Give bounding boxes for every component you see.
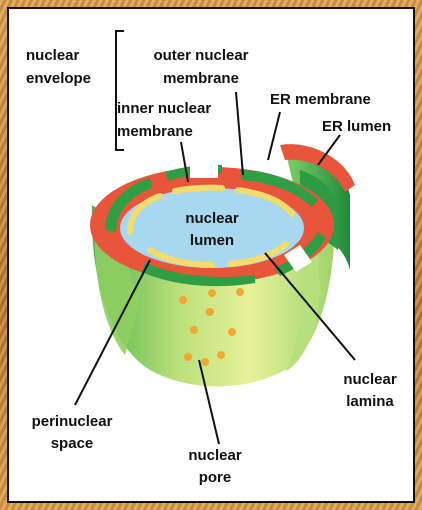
label-nuclear-envelope-line2: envelope: [26, 69, 91, 89]
label-er-lumen: ER lumen: [322, 117, 391, 137]
label-er-membrane: ER membrane: [270, 90, 371, 110]
label-nuclear-lamina-line2: lamina: [330, 392, 410, 412]
label-perinuclear-space-line2: space: [12, 434, 132, 454]
ring-gap-top: [190, 160, 218, 178]
label-nuclear-lamina-line1: nuclear: [330, 370, 410, 390]
label-perinuclear-space-line1: perinuclear: [12, 412, 132, 432]
label-inner-nuclear-membrane-line1: inner nuclear: [117, 99, 211, 119]
label-inner-nuclear-membrane-line2: membrane: [117, 122, 193, 142]
label-nuclear-pore-line2: pore: [175, 468, 255, 488]
label-nuclear-lumen-line2: lumen: [162, 231, 262, 251]
label-nuclear-envelope-line1: nuclear: [26, 46, 79, 66]
label-outer-nuclear-membrane-line2: membrane: [138, 69, 264, 89]
label-outer-nuclear-membrane-line1: outer nuclear: [138, 46, 264, 66]
label-nuclear-lumen-line1: nuclear: [162, 209, 262, 229]
lamina-segment: [175, 188, 222, 191]
label-nuclear-pore-line1: nuclear: [175, 446, 255, 466]
